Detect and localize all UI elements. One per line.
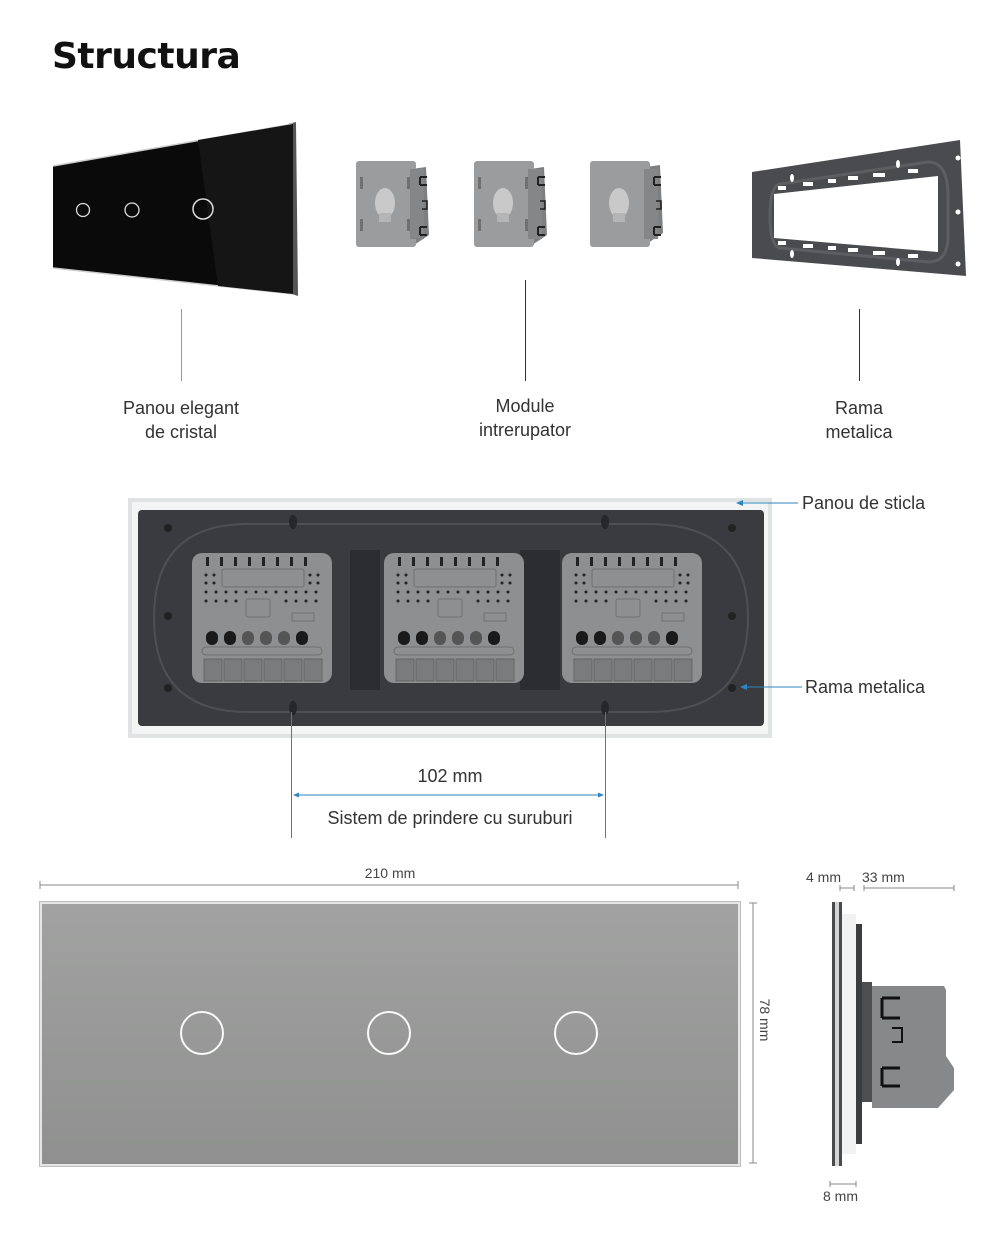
page-title: Structura <box>52 36 241 77</box>
frame-thickness-value: 8 mm <box>823 1188 858 1204</box>
rear-view-image <box>128 498 772 738</box>
touch-button-1[interactable] <box>180 1011 224 1055</box>
side-dimension-lines <box>839 885 955 891</box>
label-metal-frame: Rama metalica <box>805 677 926 697</box>
switch-module-rear <box>561 552 703 684</box>
touch-button-3[interactable] <box>554 1011 598 1055</box>
glass-panel-image <box>52 122 298 296</box>
screw-distance-value: 102 mm <box>417 766 483 786</box>
caption-line: de cristal <box>144 422 218 442</box>
switch-module-rear <box>191 552 333 684</box>
caption-line: metalica <box>825 422 893 442</box>
caption-line: Rama <box>834 398 883 418</box>
glass-thickness-value: 4 mm <box>806 869 841 885</box>
side-view-image <box>832 902 954 1166</box>
caption-line: Module <box>495 396 555 416</box>
leader-line <box>525 280 526 381</box>
switch-modules-image <box>355 160 592 248</box>
caption-line: intrerupator <box>478 420 572 440</box>
arrow-metal-frame <box>740 684 802 690</box>
switch-module <box>473 160 548 248</box>
label-glass-panel: Panou de sticla <box>802 493 926 513</box>
switch-module-3-image <box>590 161 663 247</box>
touch-button-icon <box>75 202 91 218</box>
leader-line <box>859 309 860 381</box>
switch-module <box>355 160 430 248</box>
width-value: 210 mm <box>364 865 416 881</box>
screw-line-left <box>291 712 292 838</box>
caption-line: Panou elegant <box>122 398 240 418</box>
leader-line <box>181 309 182 381</box>
caption-glass-panel: Panou elegant de cristal <box>81 396 281 444</box>
metal-frame-image <box>752 140 966 276</box>
height-dimension-line <box>749 902 757 1164</box>
switch-module-rear <box>383 552 525 684</box>
height-value: 78 mm <box>757 998 773 1042</box>
distance-arrow <box>293 792 604 798</box>
touch-button-icon <box>192 198 214 220</box>
caption-switch-modules: Module intrerupator <box>425 394 625 442</box>
width-dimension-line <box>39 881 739 889</box>
caption-metal-frame: Rama metalica <box>759 396 959 444</box>
frame-thickness-line <box>829 1181 857 1187</box>
front-panel-grey <box>40 902 740 1166</box>
arrow-glass-panel <box>736 500 798 506</box>
screw-line-right <box>605 712 606 838</box>
depth-value: 33 mm <box>862 869 905 885</box>
touch-button-2[interactable] <box>367 1011 411 1055</box>
screw-caption: Sistem de prindere cu suruburi <box>327 808 573 828</box>
touch-button-icon <box>124 202 140 218</box>
